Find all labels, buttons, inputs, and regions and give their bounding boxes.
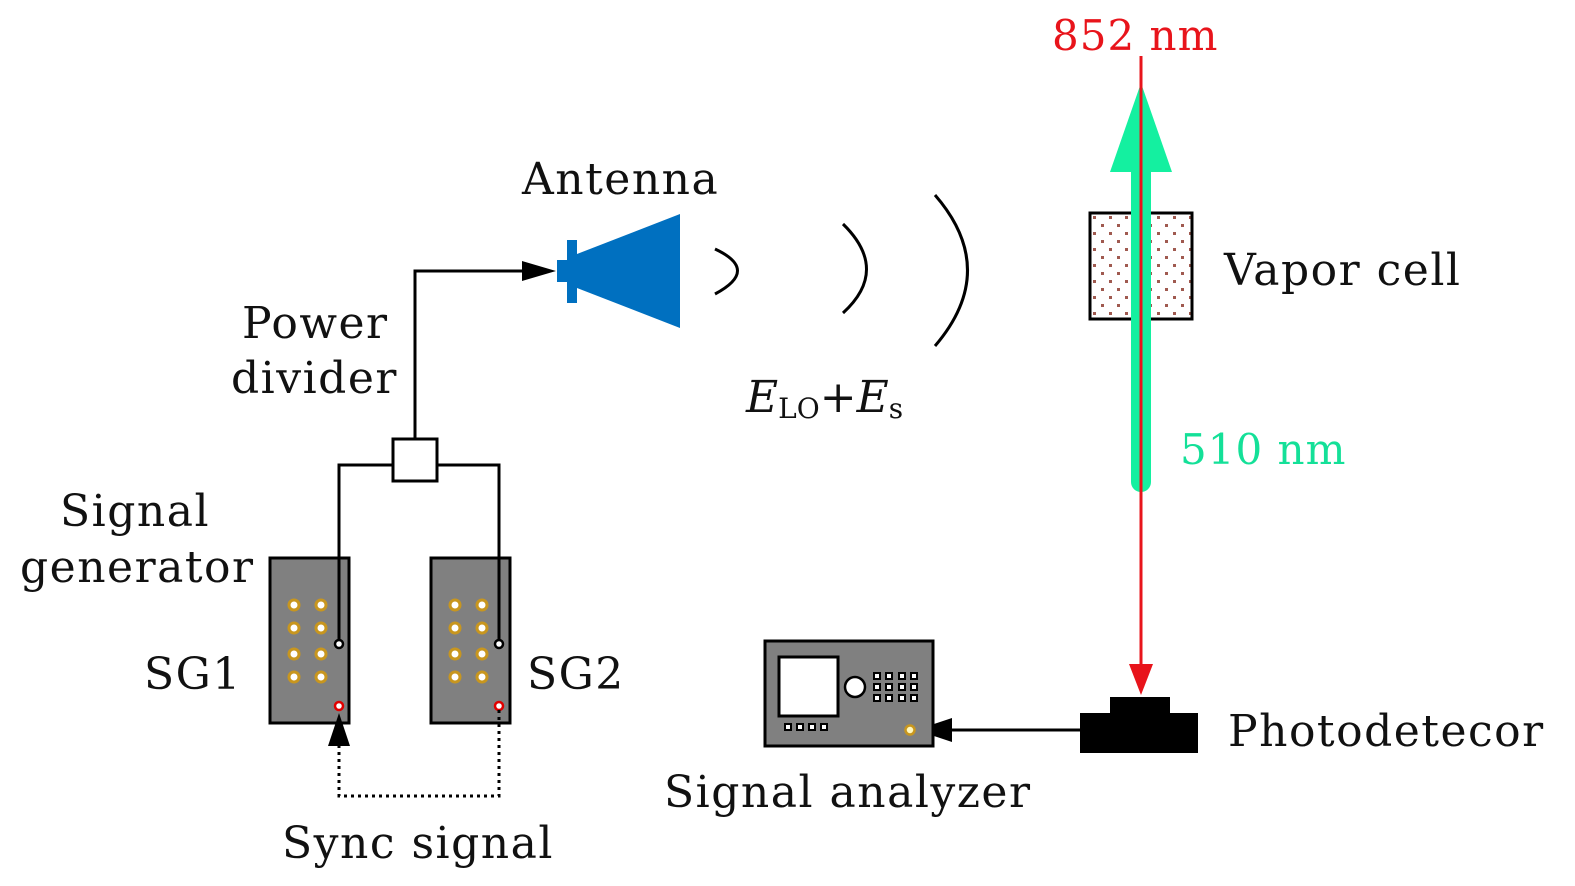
sg2-rf-output-port — [493, 638, 505, 650]
analyzer-input-port — [904, 724, 916, 736]
photodetector-icon — [1080, 697, 1198, 753]
sg1-knobs-icon — [287, 598, 328, 684]
signal-generator-sg1 — [268, 556, 351, 725]
field-e-lo: E — [745, 372, 778, 423]
label-510nm: 510 nm — [1180, 425, 1346, 474]
label-sg2: SG2 — [527, 649, 625, 700]
field-sub-s: s — [889, 392, 903, 425]
sync-arrowhead — [328, 713, 350, 746]
power-divider-icon — [391, 437, 439, 483]
label-signal-generator-1: Signal — [60, 486, 210, 537]
label-power-divider-2: divider — [231, 353, 398, 404]
sg1-rf-output-port — [333, 638, 345, 650]
label-signal-analyzer: Signal analyzer — [664, 767, 1032, 818]
label-field: ELO+Es — [745, 372, 903, 425]
label-antenna: Antenna — [521, 154, 719, 205]
analyzer-keypad-icon — [873, 672, 918, 702]
sg2-knobs-icon — [448, 598, 489, 684]
label-signal-generator-2: generator — [20, 542, 255, 593]
microwave-wavefronts-icon — [714, 194, 969, 347]
probe-beam-arrowhead — [1129, 664, 1153, 695]
label-852nm: 852 nm — [1052, 11, 1218, 60]
horn-antenna-icon — [557, 214, 680, 328]
label-sg1: SG1 — [144, 649, 242, 700]
analyzer-buttons-icon — [784, 723, 828, 731]
field-plus: + — [820, 372, 857, 423]
sg2-sync-port — [493, 700, 505, 712]
field-e-s: E — [856, 372, 889, 423]
sg1-sync-port — [333, 700, 345, 712]
signal-generator-sg2 — [429, 556, 512, 725]
label-power-divider-1: Power — [242, 298, 389, 349]
analyzer-knob-icon — [843, 675, 867, 699]
feed-arrowhead — [522, 261, 556, 281]
sync-signal-line — [337, 710, 501, 798]
field-sub-lo: LO — [778, 392, 820, 425]
label-vapor-cell: Vapor cell — [1223, 245, 1461, 296]
signal-analyzer-icon — [763, 639, 935, 748]
feed-line-to-antenna — [413, 269, 530, 440]
analyzer-screen — [777, 655, 840, 718]
label-photodetector: Photodetecor — [1228, 706, 1545, 757]
label-sync-signal: Sync signal — [282, 818, 554, 869]
